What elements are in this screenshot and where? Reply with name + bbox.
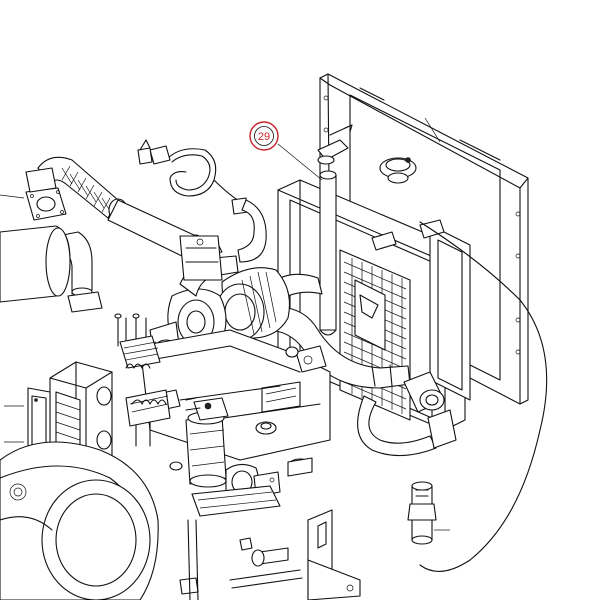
bypass-hose [357,395,437,457]
sender-wire [419,221,548,572]
small-fittings [169,346,313,595]
pipe-run [187,519,303,600]
coolant-hose [237,199,267,263]
oil-filter [185,397,229,488]
breather-hose [137,139,249,215]
intake-manifold-hose [179,235,239,297]
temperature-sender [407,481,450,545]
muffler [0,225,71,303]
exhaust-flange [0,167,67,221]
radiator-cap [379,157,417,184]
air-filter [215,267,291,341]
callout-inner-circle [254,126,274,146]
belt-guard [191,485,281,517]
callout-29[interactable]: 29 [249,121,323,181]
vent-fitting [317,124,353,165]
generator-housing [0,441,159,600]
callout-leader-line [277,143,323,181]
callout-label: 29 [258,131,270,143]
callout-ring [249,121,279,151]
thermostat-housing [403,371,457,449]
overflow-pipe [319,170,337,336]
gasket-stack [119,335,171,427]
mounting-bracket [307,509,361,600]
spring-coils [125,363,167,405]
braided-section [61,165,113,215]
